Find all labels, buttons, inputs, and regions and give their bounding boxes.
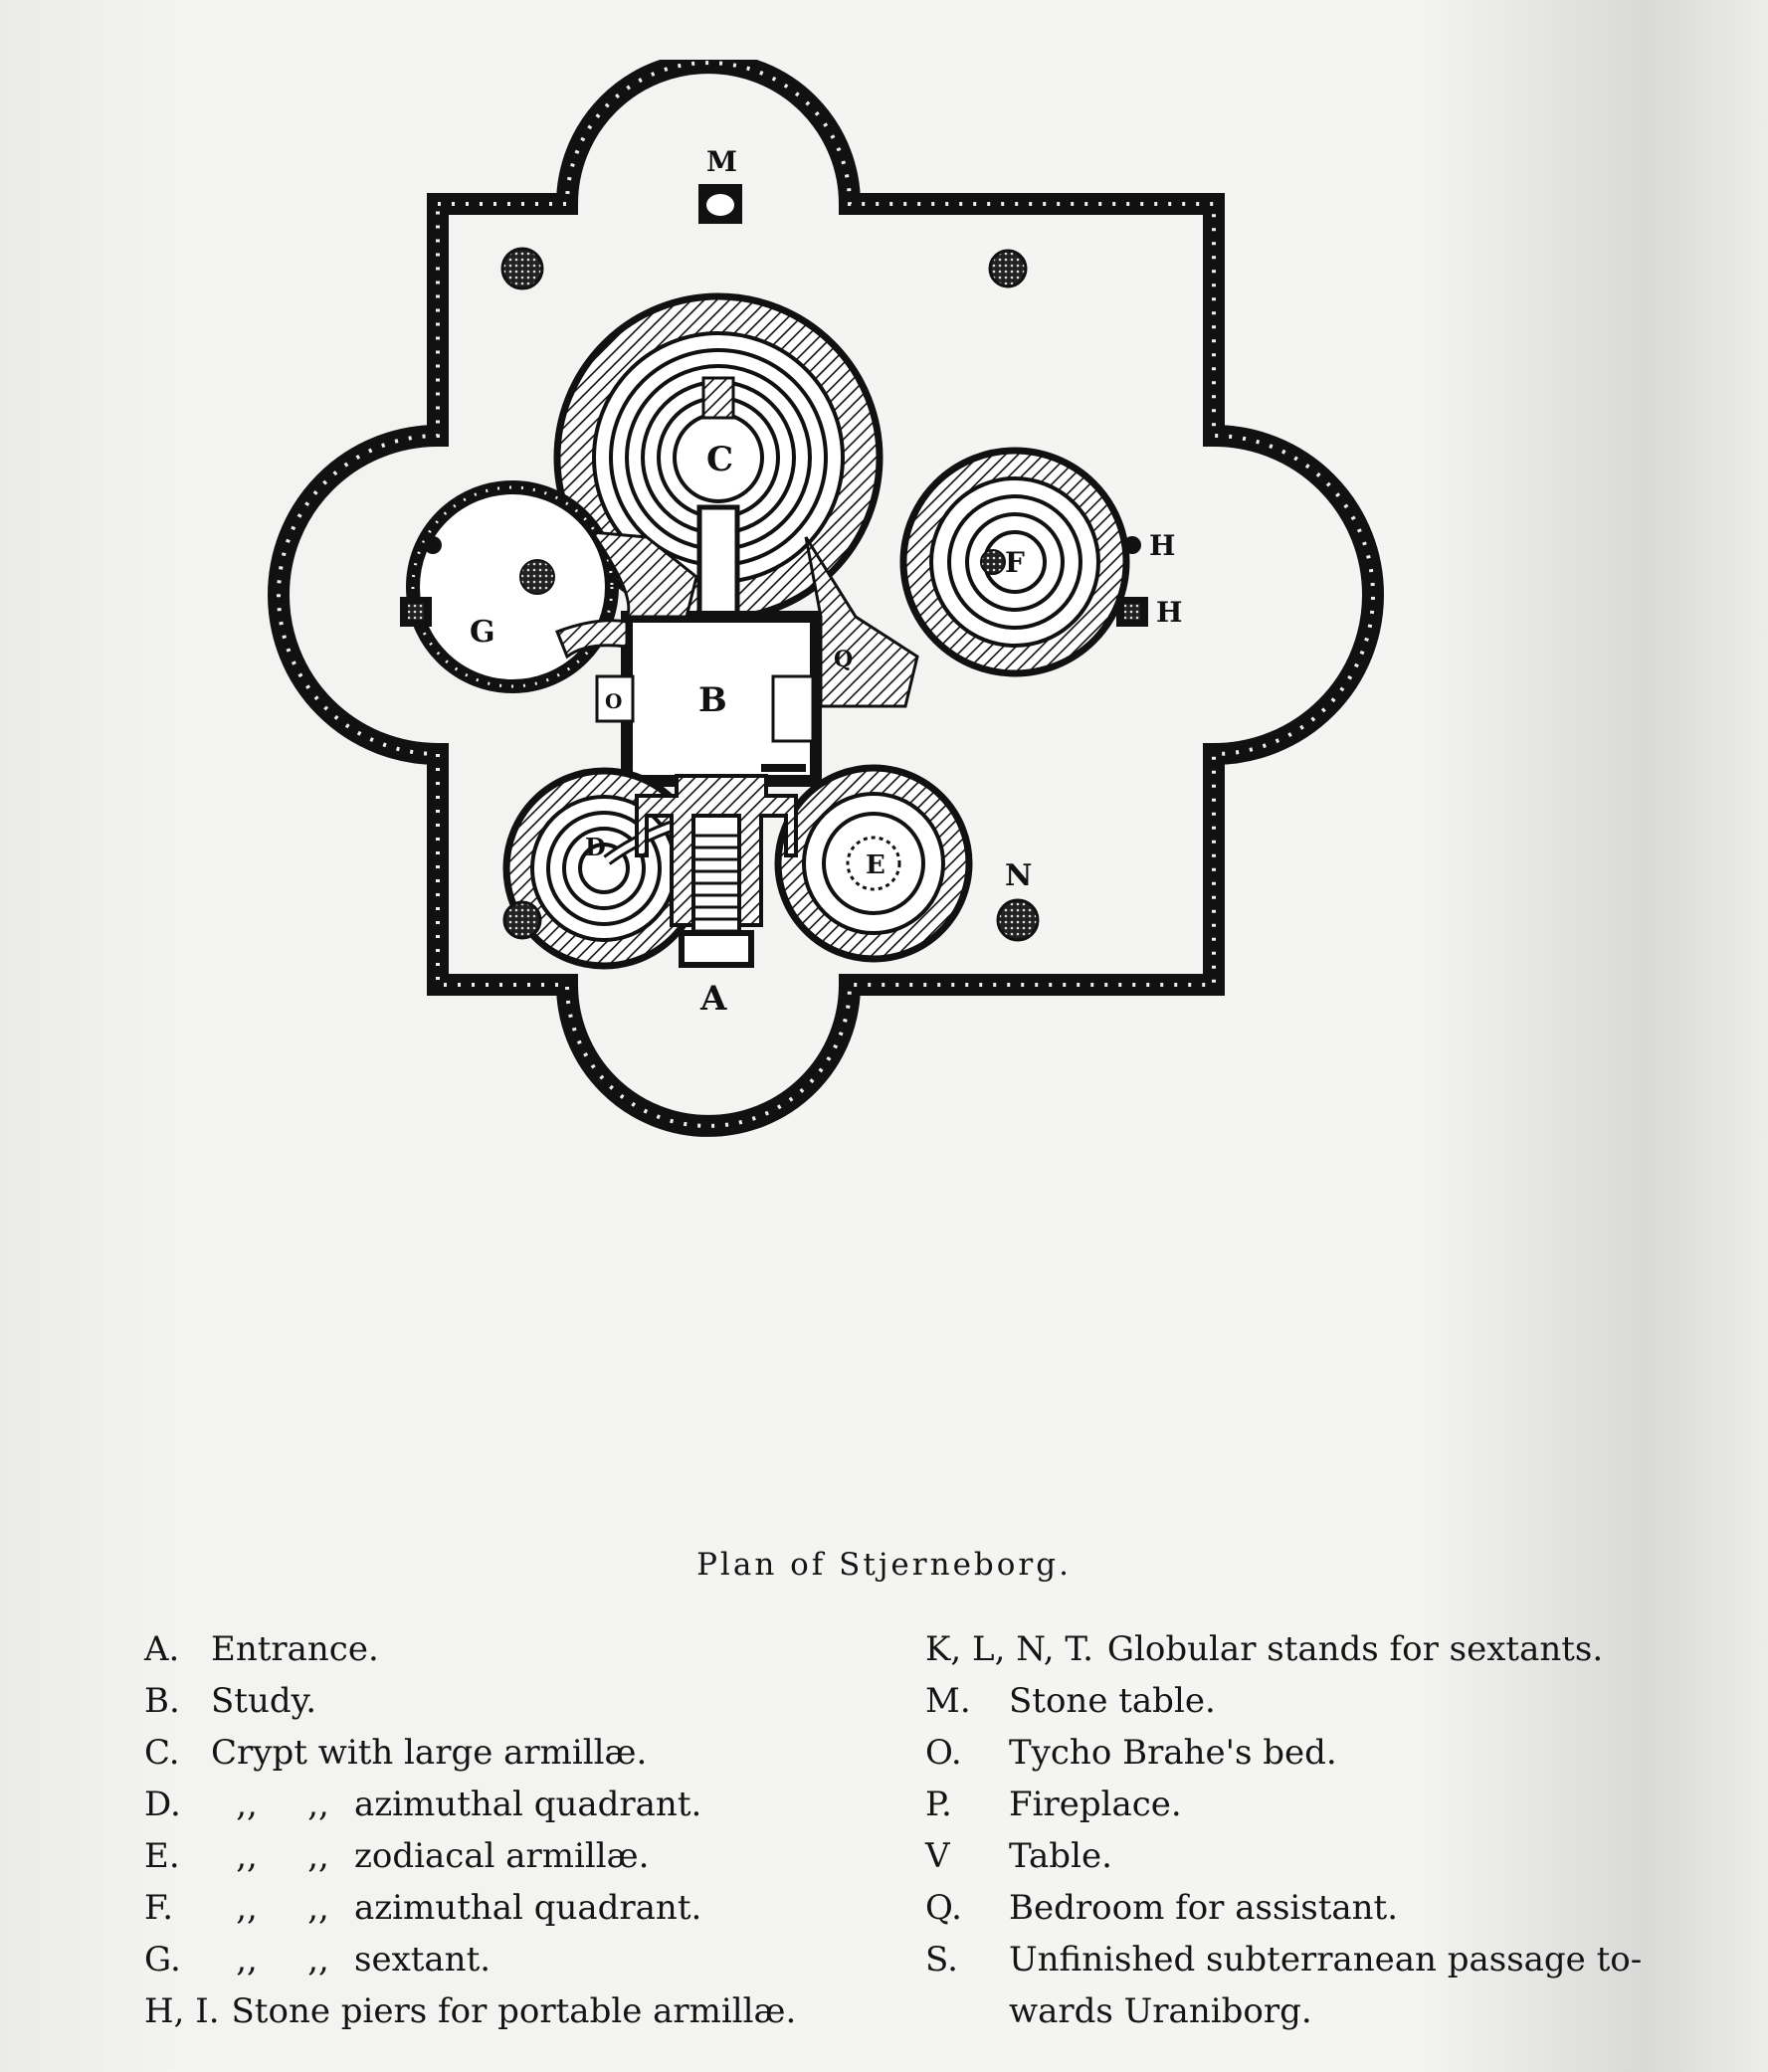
legend-key: M. <box>925 1681 971 1721</box>
label-g: G <box>470 615 495 650</box>
legend-text: wards Uraniborg. <box>1009 1991 1312 2031</box>
legend-key: Q. <box>925 1888 962 1928</box>
stone-table-m <box>698 184 742 224</box>
legend-row-q: Q. Bedroom for assistant. <box>925 1882 1741 1934</box>
label-n: N <box>1005 858 1032 893</box>
stand-ne <box>988 249 1028 288</box>
plan-diagram: M C F G B O Q D E H H N A <box>209 60 1662 1572</box>
stand-n-right <box>996 898 1040 942</box>
legend-key: V <box>925 1836 950 1876</box>
legend-key: C. <box>144 1733 180 1773</box>
pier-left-round <box>424 536 442 554</box>
chamber-d <box>502 767 708 970</box>
entrance-passage <box>635 774 798 968</box>
legend-text: sextant. <box>354 1940 491 1979</box>
label-q: Q <box>834 647 853 672</box>
legend-row-b: B. Study. <box>144 1675 900 1727</box>
ditto-mark: ,, <box>307 1888 329 1928</box>
legend-text: azimuthal quadrant. <box>354 1785 702 1824</box>
legend-row-g: G. ,, ,, sextant. <box>144 1934 900 1985</box>
ditto-mark: ,, <box>236 1836 258 1876</box>
study-b <box>555 530 919 787</box>
legend-key: O. <box>925 1733 962 1773</box>
label-m: M <box>706 145 737 178</box>
legend-text: azimuthal quadrant. <box>354 1888 702 1928</box>
ditto-mark: ,, <box>307 1785 329 1824</box>
label-o: O <box>605 689 622 713</box>
legend-text: Globular stands for sextants. <box>1106 1629 1604 1669</box>
legend-key: A. <box>144 1629 180 1669</box>
legend-key: G. <box>144 1940 181 1979</box>
ditto-mark: ,, <box>236 1940 258 1979</box>
legend-key: B. <box>144 1681 180 1721</box>
legend-key: S. <box>925 1940 958 1979</box>
legend-text: Fireplace. <box>1009 1785 1182 1824</box>
legend-text: zodiacal armillæ. <box>354 1836 650 1876</box>
ditto-mark: ,, <box>236 1785 258 1824</box>
legend-text: Stone piers for portable armillæ. <box>231 1991 797 2031</box>
legend-row-v: V Table. <box>925 1830 1741 1882</box>
legend-text: Crypt with large armillæ. <box>211 1733 648 1773</box>
legend-row-c: C. Crypt with large armillæ. <box>144 1727 900 1779</box>
label-c: C <box>706 440 733 479</box>
legend-text: Entrance. <box>211 1629 379 1669</box>
legend-text: Bedroom for assistant. <box>1009 1888 1399 1928</box>
stand-sw <box>502 900 542 940</box>
legend-key: F. <box>144 1888 174 1928</box>
legend-row-d: D. ,, ,, azimuthal quadrant. <box>144 1779 900 1830</box>
legend-text: Tycho Brahe's bed. <box>1009 1733 1337 1773</box>
legend-key: P. <box>925 1785 952 1824</box>
label-f: F <box>1005 546 1025 579</box>
label-h-top: H <box>1149 529 1175 562</box>
legend-text: Unfinished subterranean passage to- <box>1009 1940 1643 1979</box>
pier-h-round <box>1123 536 1141 554</box>
legend-row-s: S. Unfinished subterranean passage to- <box>925 1934 1741 1985</box>
legend-row-m: M. Stone table. <box>925 1675 1741 1727</box>
stand-nw <box>500 247 544 290</box>
legend-row-p: P. Fireplace. <box>925 1779 1741 1830</box>
legend-row-hi: H, I. Stone piers for portable armillæ. <box>144 1985 900 2037</box>
plan-caption: Plan of Stjerneborg. <box>696 1547 1072 1583</box>
outer-wall <box>268 60 1384 1137</box>
chamber-f <box>899 447 1130 677</box>
label-d: D <box>585 833 606 861</box>
legend-right: K, L, N, T. Globular stands for sextants… <box>925 1623 1741 2037</box>
legend-row-f: F. ,, ,, azimuthal quadrant. <box>144 1882 900 1934</box>
legend-row-s-cont: wards Uraniborg. <box>925 1985 1741 2037</box>
ditto-mark: ,, <box>307 1836 329 1876</box>
legend-key: D. <box>144 1785 181 1824</box>
legend-key: H, I. <box>144 1991 220 2031</box>
ditto-mark: ,, <box>236 1888 258 1928</box>
legend-row-a: A. Entrance. <box>144 1623 900 1675</box>
label-e: E <box>866 850 885 880</box>
legend-text: Study. <box>211 1681 317 1721</box>
legend-key <box>925 1985 1009 2037</box>
label-a: A <box>699 979 727 1019</box>
legend-left: A. Entrance. B. Study. C. Crypt with lar… <box>144 1623 900 2037</box>
legend-row-o: O. Tycho Brahe's bed. <box>925 1727 1741 1779</box>
legend-key: E. <box>144 1836 180 1876</box>
chamber-g <box>406 480 619 693</box>
legend-key: K, L, N, T. <box>925 1629 1093 1669</box>
plan-svg: M C F G B O Q D E H H N A <box>268 60 1384 1137</box>
chamber-e <box>774 764 973 963</box>
legend-row-e: E. ,, ,, zodiacal armillæ. <box>144 1830 900 1882</box>
label-b: B <box>698 680 727 720</box>
label-h-bottom: H <box>1156 596 1182 629</box>
legend-text: Table. <box>1009 1836 1112 1876</box>
legend-text: Stone table. <box>1009 1681 1216 1721</box>
legend-row-klnt: K, L, N, T. Globular stands for sextants… <box>925 1623 1741 1675</box>
ditto-mark: ,, <box>307 1940 329 1979</box>
